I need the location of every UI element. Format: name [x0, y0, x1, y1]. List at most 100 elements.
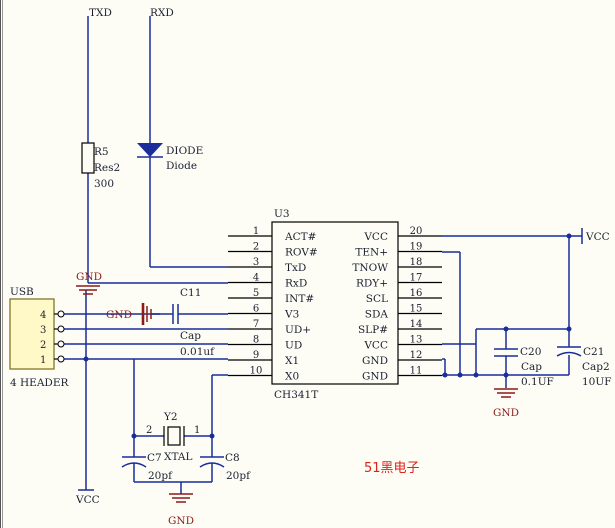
- vcc-right-label: VCC: [585, 231, 610, 243]
- ic-pin-number: 11: [410, 366, 423, 377]
- crystal-wiring: [133, 420, 213, 494]
- ic-pin-name: GND: [362, 355, 388, 367]
- ic-pin-name: VCC: [363, 340, 388, 352]
- ic-pin-number: 18: [410, 257, 423, 268]
- ic-pin-number: 12: [410, 350, 423, 361]
- usb-header[interactable]: USB 4 HEADER 4 3 2 1: [9, 286, 70, 389]
- ic-pin-name: SDA: [365, 309, 389, 321]
- capacitor-c11[interactable]: C11 Cap 0.01uf: [160, 287, 215, 358]
- usb-pin-3: 3: [40, 325, 46, 336]
- c20-designator: C20: [520, 346, 541, 358]
- usb-pin-2: 2: [40, 340, 46, 351]
- y2-pin-right: 1: [194, 425, 200, 436]
- ic-pin-name: X0: [285, 371, 299, 383]
- ic-ch341t[interactable]: U3 CH341T: [271, 208, 399, 401]
- r5-value: 300: [94, 178, 114, 190]
- ic-pins: 1 ACT# 2 ROV# 3 TxD 4 RxD 5 INT# 6 V3 7 UD+ 8 UD 9 X1 10 X0…: [228, 226, 442, 383]
- ic-pin-number: 8: [253, 335, 259, 346]
- r5-designator: R5: [94, 146, 109, 158]
- ic-pin-name: UD+: [285, 324, 311, 336]
- gnd-crystal-label: GND: [168, 515, 194, 527]
- diode-symbol[interactable]: DIODE Diode: [137, 143, 203, 172]
- capacitor-c7[interactable]: C7 20pf: [121, 452, 173, 482]
- c8-value: 20pf: [226, 470, 251, 482]
- diode-designator: DIODE: [166, 145, 203, 157]
- c11-value: 0.01uf: [180, 346, 215, 358]
- ic-pin-name: ROV#: [285, 247, 318, 259]
- c20-type: Cap: [521, 361, 542, 373]
- ic-pin-number: 19: [410, 242, 423, 253]
- ic-pin-number: 7: [253, 319, 259, 330]
- ic-pin-number: 5: [253, 288, 259, 299]
- ic-pin-name: RDY+: [356, 278, 388, 290]
- txd-net: TXD: [87, 7, 112, 269]
- ic-pin-name: UD: [285, 340, 302, 352]
- gnd-right-symbol: GND: [493, 388, 519, 419]
- vcc-right-symbol: VCC: [581, 228, 610, 244]
- ic-pin-name: V3: [284, 309, 299, 321]
- ic-pin-number: 10: [250, 366, 263, 377]
- c8-designator: C8: [225, 452, 240, 464]
- c21-value: 10UF: [582, 376, 612, 388]
- ic-pin-number: 4: [253, 273, 259, 284]
- ic-pin-name: GND: [362, 371, 388, 383]
- ic-pin-number: 20: [410, 226, 423, 237]
- resistor-r5[interactable]: R5 Res2 300: [81, 142, 120, 190]
- ic-pin-name: SLP#: [358, 324, 388, 336]
- c11-type: Cap: [180, 330, 201, 342]
- r5-type: Res2: [94, 162, 120, 174]
- usb-name: 4 HEADER: [10, 377, 70, 389]
- ic-pin-name: TxD: [285, 262, 306, 274]
- ic-pin-name: X1: [285, 355, 299, 367]
- c7-designator: C7: [147, 452, 162, 464]
- crystal-y2[interactable]: Y2 XTAL 2 1: [131, 411, 215, 463]
- ic-pin-name: INT#: [285, 293, 314, 305]
- c20-value: 0.1UF: [521, 376, 554, 388]
- ic-pin-name: ACT#: [284, 231, 316, 243]
- gnd-usb-label: GND: [76, 271, 102, 283]
- ic-pin-name: TEN+: [355, 247, 388, 259]
- capacitor-c20[interactable]: C20 Cap 0.1UF: [494, 346, 554, 388]
- gnd-c11-label: GND: [106, 309, 132, 321]
- y2-type: XTAL: [164, 451, 192, 463]
- ic-pin-number: 9: [253, 350, 259, 361]
- c21-designator: C21: [583, 346, 604, 358]
- capacitor-c21[interactable]: C21 Cap2 10UF: [556, 346, 612, 388]
- usb-pin-4: 4: [40, 310, 46, 321]
- ic-pin-name: VCC: [363, 231, 388, 243]
- rxd-net: RXD: [149, 7, 228, 268]
- watermark-text: 51黑电子: [364, 461, 420, 476]
- c11-designator: C11: [180, 287, 201, 299]
- ic-pin-number: 15: [410, 304, 423, 315]
- ic-pin-number: 2: [253, 242, 259, 253]
- usb-pin-1: 1: [40, 355, 46, 366]
- y2-pin-left: 2: [146, 425, 152, 436]
- ic-pin-number: 17: [410, 273, 423, 284]
- ic-pin-number: 1: [253, 226, 259, 237]
- ic-pin-number: 3: [253, 257, 259, 268]
- right-wiring: [442, 233, 582, 388]
- txd-label: TXD: [89, 7, 112, 19]
- ic-designator: U3: [274, 208, 290, 220]
- gnd-crystal-symbol: GND: [168, 493, 194, 527]
- vcc-bottom-symbol: VCC: [75, 489, 100, 506]
- rxd-label: RXD: [150, 7, 174, 19]
- ic-pin-number: 14: [410, 319, 423, 330]
- c21-type: Cap2: [582, 361, 610, 373]
- y2-designator: Y2: [163, 411, 178, 423]
- ic-pin-name: RxD: [285, 278, 307, 290]
- ic-part: CH341T: [274, 389, 318, 401]
- capacitor-c8[interactable]: C8 20pf: [199, 452, 251, 482]
- gnd-c11-symbol: GND: [106, 303, 160, 325]
- diode-type: Diode: [166, 160, 197, 172]
- left-wiring: [62, 269, 228, 490]
- gnd-usb-symbol: GND: [76, 271, 102, 295]
- c7-value: 20pf: [148, 470, 173, 482]
- gnd-right-label: GND: [493, 407, 519, 419]
- ic-pin-number: 6: [253, 304, 259, 315]
- ic-pin-number: 16: [410, 288, 423, 299]
- vcc-bottom-label: VCC: [75, 494, 100, 506]
- ic-pin-number: 13: [410, 335, 423, 346]
- usb-label: USB: [10, 286, 34, 298]
